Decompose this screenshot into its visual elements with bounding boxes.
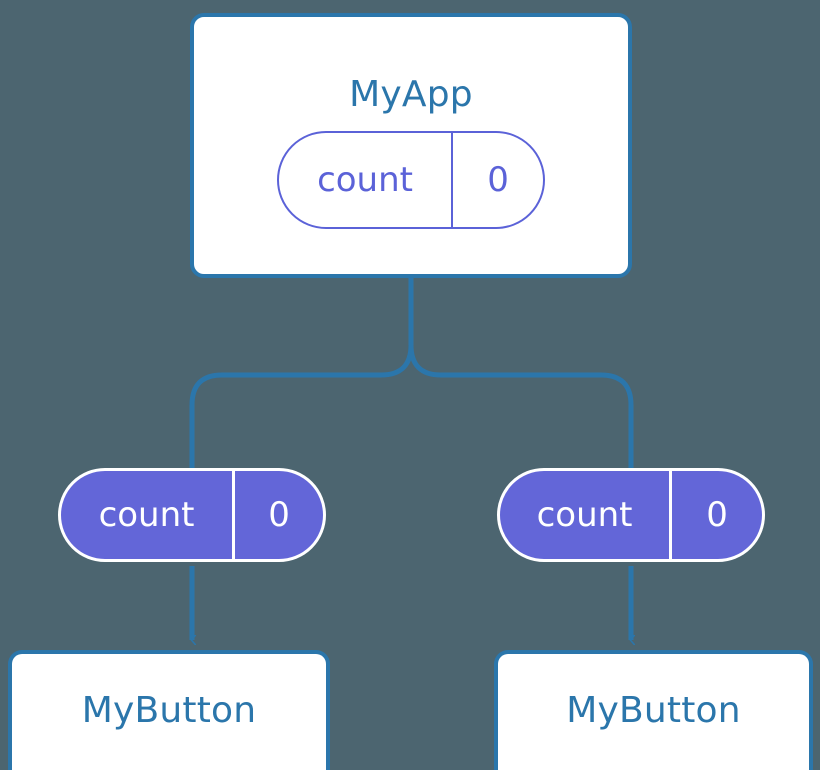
prop-pill-value: 0 (232, 471, 323, 559)
connector-branch-right (408, 344, 634, 470)
component-mybutton-left[interactable]: MyButton (8, 650, 330, 770)
prop-pill-right-count[interactable]: count 0 (497, 468, 765, 562)
prop-pill-value: 0 (669, 471, 762, 559)
prop-pill-left-count[interactable]: count 0 (58, 468, 326, 562)
component-mybutton-left-label: MyButton (81, 690, 257, 731)
component-mybutton-right[interactable]: MyButton (494, 650, 813, 770)
connector-branch-left (189, 344, 414, 470)
state-pill-myapp-count[interactable]: count 0 (277, 131, 545, 229)
component-mybutton-right-label: MyButton (566, 690, 741, 731)
prop-pill-key: count (536, 495, 633, 535)
prop-pill-key: count (98, 495, 195, 535)
component-myapp-label: MyApp (349, 74, 473, 115)
state-pill-key: count (317, 160, 413, 200)
state-pill-value: 0 (451, 133, 543, 227)
